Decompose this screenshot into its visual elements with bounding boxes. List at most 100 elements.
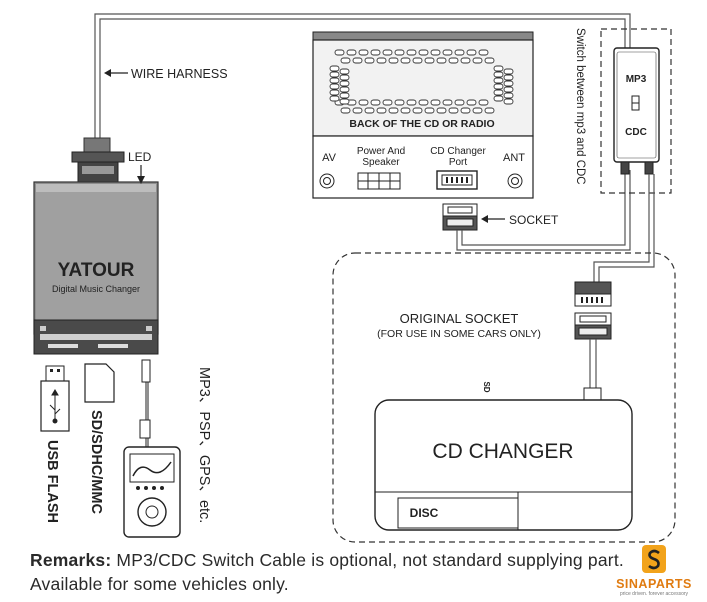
vent-hole — [339, 86, 350, 93]
remarks-bold-label: Remarks: — [30, 550, 112, 570]
vent-hole — [388, 107, 399, 114]
vent-hole — [394, 49, 405, 56]
vent-hole — [448, 57, 459, 64]
socket-arrow — [481, 215, 505, 223]
vent-hole — [329, 89, 340, 96]
vent-hole — [339, 98, 350, 105]
vent-hole — [436, 57, 447, 64]
yatour-device: YATOUR Digital Music Changer — [33, 137, 159, 355]
brand-logo-icon — [642, 545, 666, 573]
switch-description: Switch between mp3 and CDC — [574, 28, 586, 185]
vent-hole — [358, 99, 369, 106]
vent-hole — [358, 49, 369, 56]
switch-to-original-socket-wire — [593, 174, 655, 282]
vent-hole — [466, 49, 477, 56]
vent-hole — [329, 71, 340, 78]
vent-hole — [493, 65, 504, 72]
vent-hole — [329, 83, 340, 90]
vent-hole — [394, 99, 405, 106]
vent-hole — [493, 89, 504, 96]
socket-to-cd-changer-wire — [589, 339, 597, 390]
wire-harness-arrow — [104, 69, 128, 77]
sd-logo: SD — [482, 381, 491, 392]
vent-hole — [334, 49, 345, 56]
vent-hole — [400, 107, 411, 114]
sd-card: SD — [84, 363, 491, 403]
cd-port-label-2: Port — [449, 157, 468, 168]
cd-changer-port — [436, 170, 478, 190]
vent-hole — [424, 57, 435, 64]
vent-hole — [484, 107, 495, 114]
mp3-cdc-switch: MP3 CDC — [613, 47, 660, 175]
wire-harness-label: WIRE HARNESS — [131, 67, 228, 81]
original-socket-top — [574, 281, 612, 307]
brand-tagline: price driven. forever accessory — [619, 591, 689, 597]
vent-hole — [339, 80, 350, 87]
socket-to-switch-wire — [456, 170, 631, 251]
brand-name: SINAPARTS — [616, 577, 692, 591]
switch-mp3-label: MP3 — [626, 74, 647, 85]
cd-changer-label: CD CHANGER — [432, 440, 573, 463]
switch-dashed-box — [600, 28, 672, 194]
vent-hole — [448, 107, 459, 114]
vent-hole — [364, 57, 375, 64]
led-arrow — [137, 165, 145, 184]
vent-hole — [418, 49, 429, 56]
vent-hole — [339, 74, 350, 81]
vent-hole — [454, 99, 465, 106]
original-socket-note: (FOR USE IN SOME CARS ONLY) — [377, 328, 541, 340]
sd-cards-label: SD/SDHC/MMC — [88, 410, 104, 514]
usb-flash-drive — [40, 365, 70, 432]
cd-changer-dashed-box — [332, 252, 676, 543]
power-speaker-label-2: Speaker — [362, 157, 400, 168]
vent-hole — [329, 95, 340, 102]
vent-hole — [352, 57, 363, 64]
vent-hole — [388, 57, 399, 64]
vent-hole — [382, 99, 393, 106]
vent-hole — [376, 57, 387, 64]
back-of-radio-label: BACK OF THE CD OR RADIO — [349, 118, 494, 130]
power-speaker-port — [357, 172, 401, 190]
portable-player — [123, 359, 181, 538]
vent-hole — [406, 49, 417, 56]
av-label: AV — [322, 152, 337, 164]
cd-changer-unit: CD CHANGER DISC — [374, 399, 633, 531]
vent-hole — [466, 99, 477, 106]
cd-changer-plug — [583, 387, 602, 402]
ant-label: ANT — [503, 152, 525, 164]
vent-hole — [460, 57, 471, 64]
vent-hole — [478, 99, 489, 106]
disc-logo: DISC — [410, 506, 439, 520]
vent-hole — [352, 107, 363, 114]
device-subtitle: Digital Music Changer — [52, 284, 140, 294]
vent-hole — [436, 107, 447, 114]
vent-hole — [493, 83, 504, 90]
vent-hole — [340, 57, 351, 64]
socket-label: SOCKET — [509, 213, 559, 227]
original-socket-bottom — [574, 312, 612, 340]
vent-hole — [346, 49, 357, 56]
vent-hole — [340, 107, 351, 114]
vent-hole — [442, 99, 453, 106]
socket-connector — [442, 203, 478, 231]
vent-hole — [503, 80, 514, 87]
remarks-body: MP3/CDC Switch Cable is optional, not st… — [30, 550, 624, 594]
vent-hole — [329, 77, 340, 84]
brand-watermark: SINAPARTS price driven. forever accessor… — [606, 541, 702, 599]
yatour-logo: YATOUR — [58, 260, 135, 281]
vent-hole — [400, 57, 411, 64]
vent-hole — [329, 65, 340, 72]
usb-flash-label: USB FLASH — [44, 440, 60, 523]
vent-hole — [339, 68, 350, 75]
vent-hole — [382, 49, 393, 56]
vent-hole — [503, 92, 514, 99]
power-speaker-label-1: Power And — [357, 146, 405, 157]
vent-hole — [493, 71, 504, 78]
vent-hole — [376, 107, 387, 114]
vent-hole — [503, 86, 514, 93]
original-socket-label: ORIGINAL SOCKET — [400, 311, 519, 326]
vent-hole — [430, 49, 441, 56]
vent-hole — [430, 99, 441, 106]
vent-hole — [412, 107, 423, 114]
